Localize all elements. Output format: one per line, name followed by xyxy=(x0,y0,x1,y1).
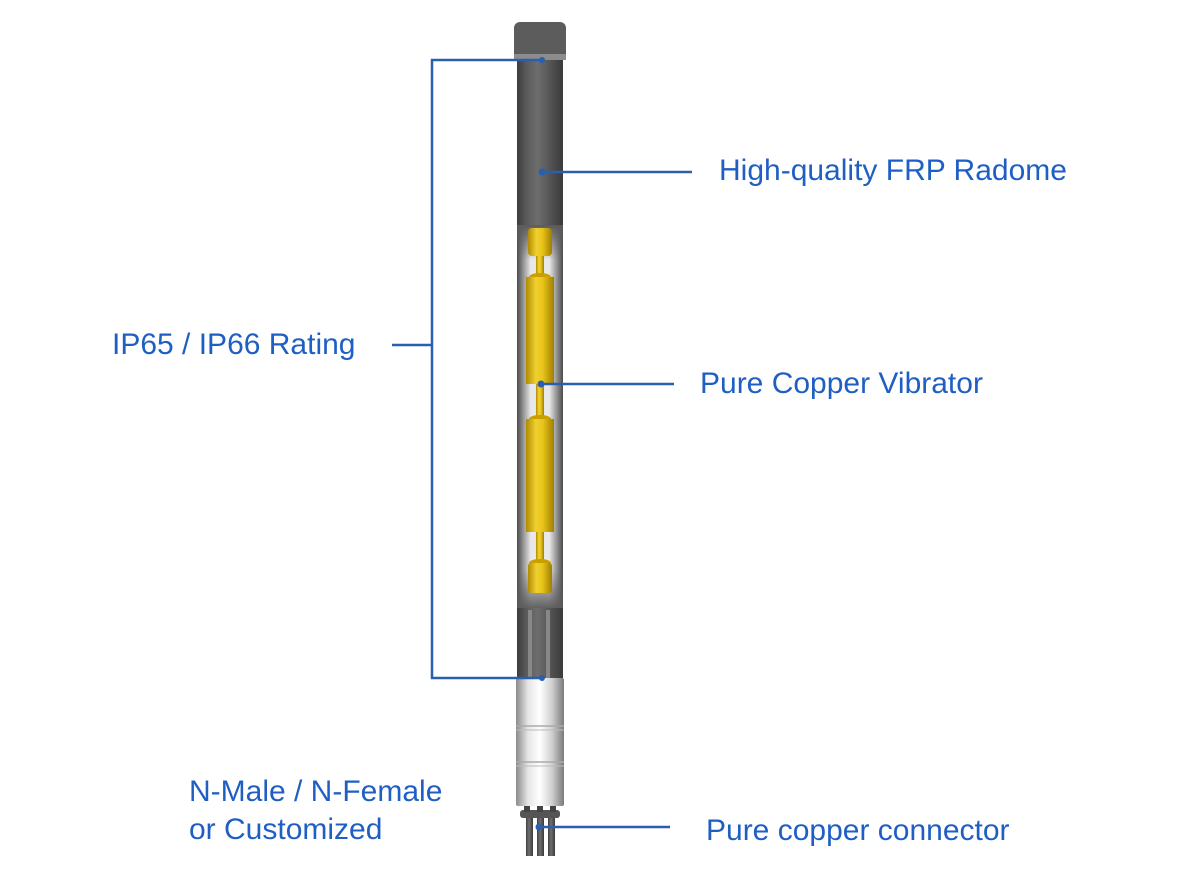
rating-label: IP65 / IP66 Rating xyxy=(112,328,356,361)
rating-bracket xyxy=(430,58,542,680)
vibrator-label: Pure Copper Vibrator xyxy=(700,367,983,400)
connector-label: Pure copper connector xyxy=(706,814,1010,847)
callout-lines xyxy=(392,58,692,829)
connector-housing xyxy=(516,678,564,806)
copper-connector xyxy=(520,806,560,856)
radome-label: High-quality FRP Radome xyxy=(719,154,1067,187)
copper-vibrator xyxy=(526,228,554,593)
connector-type-label-line2: or Customized xyxy=(189,813,383,846)
antenna-cap xyxy=(514,22,566,60)
radome-lower xyxy=(517,608,563,680)
connector-type-label-line1: N-Male / N-Female xyxy=(189,775,443,808)
radome-upper xyxy=(517,60,563,230)
